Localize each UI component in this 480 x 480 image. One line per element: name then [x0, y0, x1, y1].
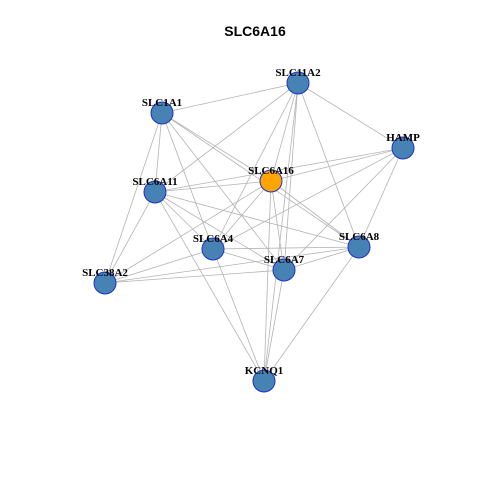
- edge-slc1a1-slc6a7: [161, 112, 285, 271]
- edge-slc6a11-kcnq1: [154, 191, 265, 382]
- node-slc6a11: [143, 180, 167, 204]
- edge-hamp-slc6a11: [154, 147, 404, 193]
- edge-slc6a11-slc6a8: [154, 191, 360, 248]
- edge-hamp-slc6a4: [212, 147, 404, 250]
- node-label-kcnq1: KCNQ1: [245, 365, 284, 377]
- node-slc6a16: [259, 169, 283, 193]
- node-label-slc6a4: SLC6A4: [193, 233, 234, 245]
- graph-title: SLC6A16: [224, 23, 286, 39]
- edge-slc1a1-slc6a16: [161, 112, 272, 182]
- edge-slc6a16-slc6a7: [270, 180, 285, 271]
- edge-slc6a4-slc6a7: [212, 248, 285, 271]
- node-slc6a7: [272, 258, 296, 282]
- node-label-hamp: HAMP: [386, 132, 420, 144]
- edge-slc6a11-slc38a2: [104, 191, 156, 284]
- edge-slc6a4-slc38a2: [104, 248, 214, 284]
- edge-slc11a2-slc6a11: [154, 82, 299, 193]
- node-label-slc6a7: SLC6A7: [264, 254, 305, 266]
- edge-slc11a2-slc1a1: [161, 82, 299, 114]
- edge-hamp-slc6a8: [358, 147, 404, 248]
- label-layer: SLC11A2SLC1A1HAMPSLC6A16SLC6A11SLC6A8SLC…: [82, 67, 420, 377]
- node-slc6a8: [347, 235, 371, 259]
- node-slc1a1: [150, 101, 174, 125]
- edge-slc6a11-slc6a7: [154, 191, 285, 271]
- edge-slc6a11-slc6a4: [154, 191, 214, 250]
- edge-slc11a2-slc6a16: [270, 82, 299, 182]
- edge-slc6a16-slc38a2: [104, 180, 272, 284]
- edge-slc1a1-slc6a11: [154, 112, 163, 193]
- edge-slc11a2-slc6a7: [283, 82, 299, 271]
- edge-slc6a7-kcnq1: [263, 269, 285, 382]
- node-label-slc6a16: SLC6A16: [248, 165, 294, 177]
- node-slc6a4: [201, 237, 225, 261]
- edge-slc6a7-slc38a2: [104, 269, 285, 284]
- edge-slc6a8-slc38a2: [104, 246, 360, 284]
- edge-slc6a16-slc6a11: [154, 180, 272, 193]
- edge-slc1a1-slc38a2: [104, 112, 163, 284]
- edge-slc11a2-hamp: [297, 82, 404, 149]
- node-label-slc1a1: SLC1A1: [142, 97, 182, 109]
- edge-slc6a4-kcnq1: [212, 248, 265, 382]
- edge-slc1a1-slc6a4: [161, 112, 214, 250]
- edge-slc11a2-slc6a8: [297, 82, 360, 248]
- edge-slc6a8-kcnq1: [263, 246, 360, 382]
- edge-slc6a16-kcnq1: [263, 180, 272, 382]
- edge-slc6a7-slc6a8: [283, 246, 360, 271]
- node-hamp: [391, 136, 415, 160]
- edge-hamp-slc6a7: [283, 147, 404, 271]
- node-label-slc11a2: SLC11A2: [275, 67, 321, 79]
- node-slc11a2: [286, 71, 310, 95]
- edge-slc6a4-slc6a8: [212, 246, 360, 250]
- edge-hamp-slc6a16: [270, 147, 404, 182]
- node-label-slc6a8: SLC6A8: [339, 231, 380, 243]
- edge-slc6a16-slc6a8: [270, 180, 360, 248]
- node-label-slc6a11: SLC6A11: [132, 176, 177, 188]
- edge-slc11a2-kcnq1: [263, 82, 299, 382]
- edge-slc11a2-slc6a4: [212, 82, 299, 250]
- node-kcnq1: [252, 369, 276, 393]
- node-slc38a2: [93, 271, 117, 295]
- node-layer: [93, 71, 415, 393]
- edge-slc6a16-slc6a4: [212, 180, 272, 250]
- node-label-slc38a2: SLC38A2: [82, 267, 128, 279]
